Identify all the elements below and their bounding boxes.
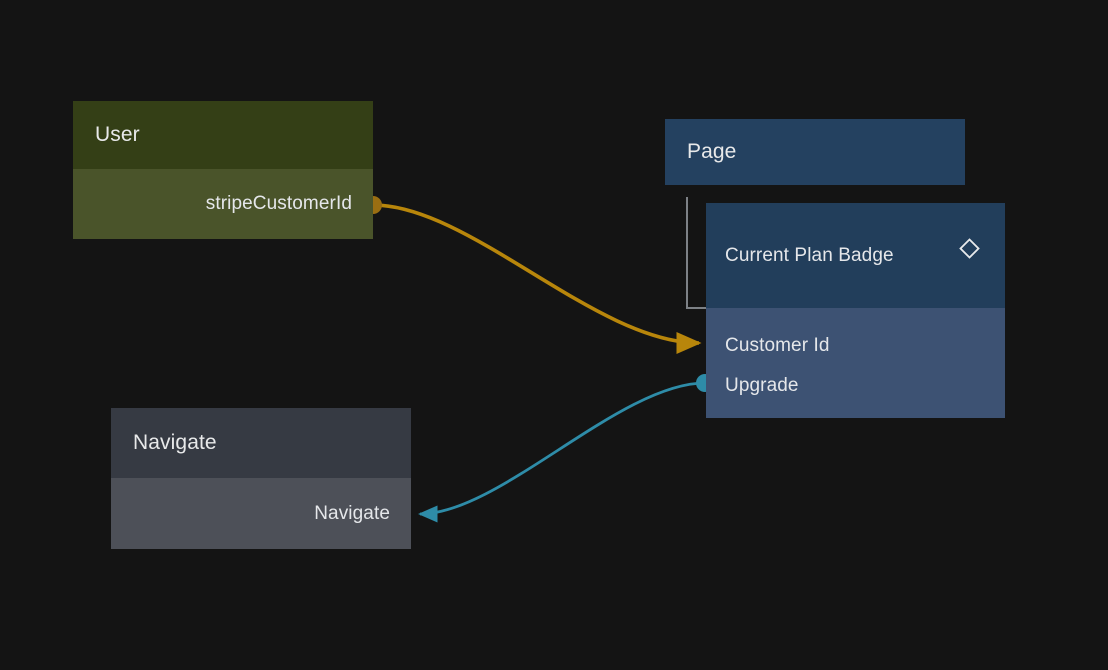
- node-navigate-row-navigate[interactable]: Navigate: [111, 478, 411, 549]
- node-row-upgrade[interactable]: Upgrade: [706, 366, 1005, 406]
- node-row-customer-id-label: Customer Id: [725, 335, 830, 356]
- node-page[interactable]: Page: [665, 119, 965, 185]
- node-row-customer-id[interactable]: Customer Id: [706, 326, 1005, 366]
- node-page-title: Page: [687, 140, 737, 163]
- node-navigate-title: Navigate: [133, 431, 217, 454]
- edge-upgrade-to-navigate: [418, 381, 706, 523]
- node-current-plan-badge-header: Current Plan Badge: [706, 203, 1005, 308]
- node-user-body: stripeCustomerId: [73, 169, 373, 239]
- node-current-plan-badge-body: Customer Id Upgrade: [706, 308, 1005, 418]
- node-user[interactable]: User stripeCustomerId: [73, 101, 373, 239]
- node-current-plan-badge-title: Current Plan Badge: [725, 244, 894, 266]
- node-user-row-stripecustomerid[interactable]: stripeCustomerId: [73, 169, 373, 239]
- node-user-title: User: [95, 123, 140, 146]
- node-page-header: Page: [665, 119, 965, 185]
- diamond-icon: [959, 238, 980, 259]
- page-to-card-bracket: [686, 197, 706, 309]
- node-navigate-body: Navigate: [111, 478, 411, 549]
- node-current-plan-badge[interactable]: Current Plan Badge Customer Id Upgrade: [706, 203, 1005, 418]
- edge-stripecustomerid-to-customerid: [372, 203, 702, 355]
- node-user-row-label: stripeCustomerId: [205, 193, 352, 214]
- node-navigate-header: Navigate: [111, 408, 411, 478]
- node-user-header: User: [73, 101, 373, 169]
- node-navigate[interactable]: Navigate Navigate: [111, 408, 411, 549]
- node-row-upgrade-label: Upgrade: [725, 375, 799, 396]
- node-navigate-row-label: Navigate: [314, 502, 390, 524]
